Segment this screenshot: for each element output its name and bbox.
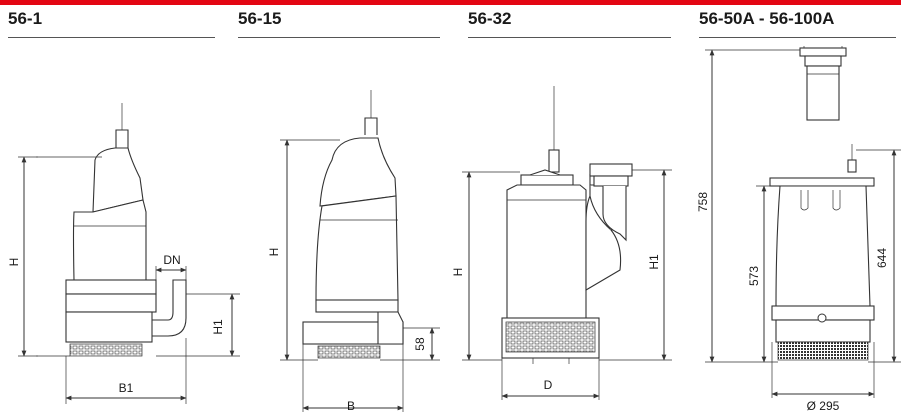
dimension-label-573: 573 — [747, 266, 761, 286]
title-underline — [699, 37, 896, 38]
dimension-label-h: H — [451, 268, 465, 277]
dimension-label-b1: B1 — [119, 381, 134, 395]
model-title-56-1: 56-1 — [8, 9, 43, 28]
dimension-label-h: H — [267, 248, 281, 257]
model-title-56-50a-100a: 56-50A - 56-100A — [699, 9, 835, 28]
pump-drawing-56-15 — [280, 90, 440, 412]
dimension-label-d: D — [544, 378, 553, 392]
dimension-label-644: 644 — [875, 248, 889, 268]
pump-drawing-56-1 — [18, 103, 240, 404]
title-underline — [238, 37, 440, 38]
pump-drawing-56-50a-100a — [705, 46, 901, 398]
dimension-label-h: H — [7, 258, 21, 267]
dimension-label-b: B — [347, 399, 355, 413]
accent-bar — [0, 0, 901, 5]
dimension-label-h1: H1 — [647, 254, 661, 270]
dimension-label-h1: H1 — [211, 319, 225, 335]
dimension-label-diameter: Ø 295 — [807, 399, 840, 413]
dimension-label-58: 58 — [413, 337, 427, 351]
title-underline — [8, 37, 215, 38]
model-title-56-32: 56-32 — [468, 9, 512, 28]
title-underline — [468, 37, 671, 38]
pump-drawing-56-32 — [462, 86, 672, 400]
dimension-label-dn: DN — [163, 253, 180, 267]
model-title-56-15: 56-15 — [238, 9, 282, 28]
dimension-label-758: 758 — [696, 192, 710, 212]
